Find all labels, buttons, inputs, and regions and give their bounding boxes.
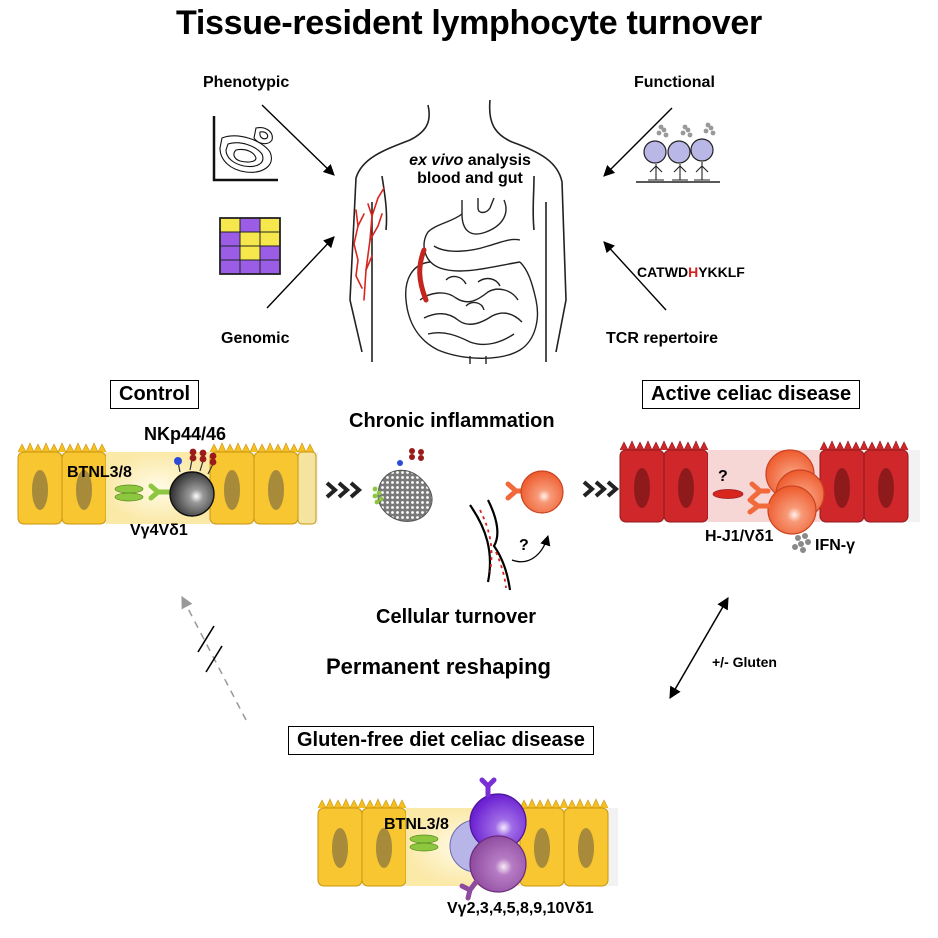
body-outline [349, 99, 567, 362]
gene-expression-grid-icon [219, 217, 281, 275]
active-celiac-heading: Active celiac disease [642, 380, 861, 409]
apoptotic-cell-icon [372, 448, 433, 522]
vg4vd1-label: Vγ4Vδ1 [130, 522, 188, 539]
btnl38-ligand-icon [114, 484, 144, 502]
flow-cytometry-plot-icon [212, 116, 278, 182]
blood-and-gut-text: blood and gut [417, 170, 523, 187]
analysis-arrows [261, 104, 673, 311]
analysis-text: analysis [463, 152, 531, 169]
cdr3-prefix: CATWD [637, 264, 689, 280]
nkp44-46-label: NKp44/46 [144, 424, 227, 444]
blood-vessel-recruitment-icon [469, 499, 551, 591]
progression-chevrons-right [582, 480, 620, 498]
cellular-turnover-label: Cellular turnover [376, 606, 537, 628]
unknown-ligand-icon [712, 489, 744, 499]
h-j1-vd1-label: H-J1/Vδ1 [705, 528, 774, 545]
control-heading: Control [110, 380, 200, 409]
control-lymphocyte [169, 448, 217, 517]
digestive-tract-icon [405, 197, 539, 364]
gfd-btnl38-ligand-icon [409, 834, 439, 852]
gfd-tcr-label: Vγ2,3,4,5,8,9,10Vδ1 [447, 900, 594, 917]
ex-vivo-analysis-label: ex vivo analysis blood and gut [380, 152, 560, 188]
cdr3-sequence: CATWDHYKKLF [637, 264, 745, 280]
gfd-heading: Gluten-free diet celiac disease [288, 726, 594, 755]
gluten-label: +/- Gluten [712, 654, 777, 670]
vg4vd1-tcr-icon [148, 483, 173, 501]
cytokine-secreting-cells-icon [636, 122, 720, 183]
gfd-lymphocytes [449, 777, 527, 901]
permanent-reshaping-label: Permanent reshaping [326, 654, 551, 679]
inflamed-duodenum [417, 247, 429, 303]
control-epithelium [17, 442, 318, 525]
chronic-inflammation-label: Chronic inflammation [349, 410, 555, 432]
functional-label: Functional [634, 74, 715, 91]
ifn-gamma-label: IFN-γ [815, 537, 855, 554]
blocked-return-arrow [181, 595, 247, 721]
recruitment-question-mark: ? [519, 537, 529, 554]
phenotypic-label: Phenotypic [203, 74, 290, 91]
page-title: Tissue-resident lymphocyte turnover [176, 4, 762, 42]
gluten-arrow [669, 596, 729, 700]
progression-chevrons-left [325, 481, 363, 499]
cdr3-highlight: H [688, 264, 699, 280]
gfd-btnl38-label: BTNL3/8 [384, 816, 449, 833]
tcr-repertoire-label: TCR repertoire [606, 330, 719, 347]
control-btnl38-label: BTNL3/8 [67, 464, 132, 481]
active-lymphocytes [747, 449, 825, 535]
ligand-question-mark: ? [718, 468, 728, 485]
blood-vessel-icon [353, 187, 385, 301]
genomic-label: Genomic [221, 330, 290, 347]
cdr3-suffix: YKKLF [698, 264, 745, 280]
ex-vivo-text: ex vivo [409, 152, 464, 169]
recruited-lymphocyte [505, 470, 564, 514]
ifn-gamma-icon [792, 533, 811, 553]
